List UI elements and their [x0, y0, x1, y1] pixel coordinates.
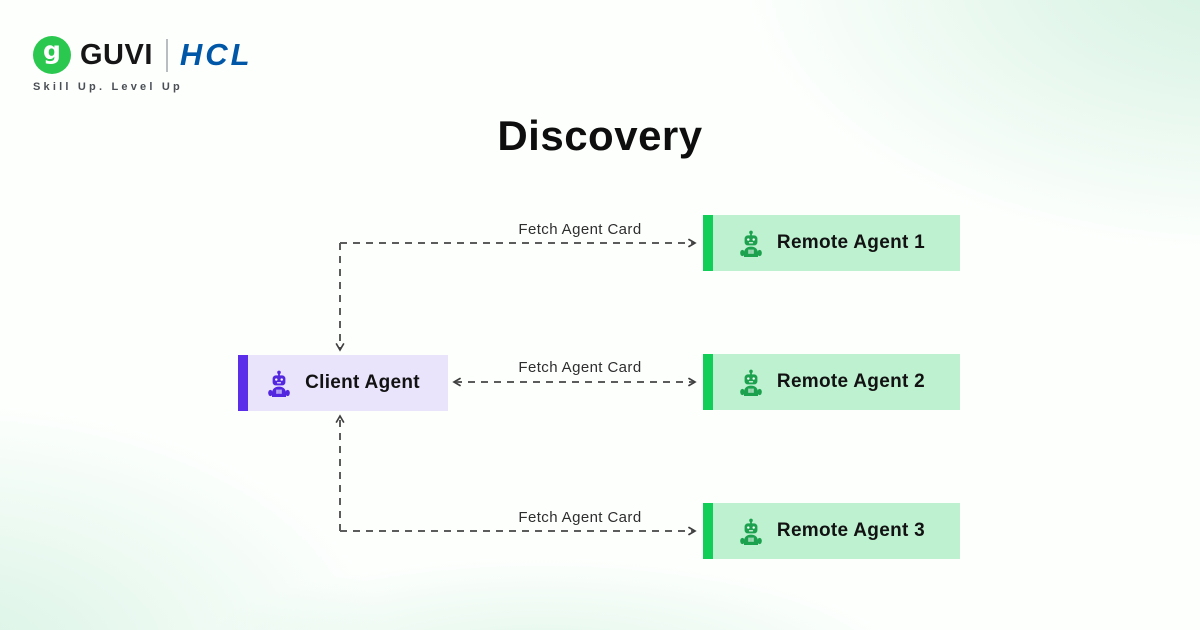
remote-agent-3-node: Remote Agent 3 — [703, 503, 960, 559]
edge-label-1: Fetch Agent Card — [518, 221, 641, 238]
robot-icon — [738, 518, 764, 545]
guvi-wordmark: GUVI — [80, 38, 153, 71]
client-agent-node: Client Agent — [238, 355, 448, 411]
remote-agent-2-node: Remote Agent 2 — [703, 354, 960, 410]
robot-icon — [738, 369, 764, 396]
remote-agent-2-label: Remote Agent 2 — [776, 371, 926, 392]
brand-divider — [165, 38, 168, 72]
brand-header: g GUVI HCL Skill Up. Level Up — [33, 36, 253, 93]
robot-icon — [266, 370, 292, 397]
client-agent-label: Client Agent — [305, 372, 420, 393]
remote-agent-3-label: Remote Agent 3 — [776, 520, 926, 541]
remote-accent-bar — [703, 215, 713, 271]
hcl-wordmark: HCL — [179, 37, 253, 72]
remote-accent-bar — [703, 503, 713, 559]
page-title: Discovery — [497, 112, 703, 159]
guvi-logo-icon: g — [33, 36, 71, 74]
robot-icon — [738, 230, 764, 257]
edge-label-3: Fetch Agent Card — [518, 509, 641, 526]
brand-tagline: Skill Up. Level Up — [33, 81, 183, 93]
remote-accent-bar — [703, 354, 713, 410]
remote-agent-1-node: Remote Agent 1 — [703, 215, 960, 271]
edge-label-2: Fetch Agent Card — [518, 359, 641, 376]
remote-agent-1-label: Remote Agent 1 — [776, 232, 926, 253]
client-accent-bar — [238, 355, 248, 411]
guvi-icon-letter: g — [43, 36, 61, 65]
